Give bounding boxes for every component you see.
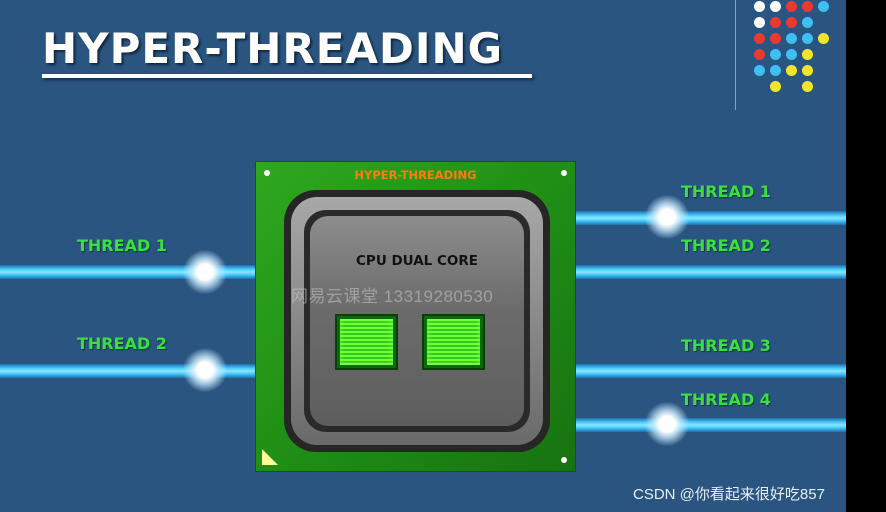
watermark: 网易云课堂 13319280530 [291, 282, 493, 307]
decor-dot [818, 1, 829, 12]
decor-dot [770, 1, 781, 12]
decor-dot [754, 49, 765, 60]
pin1-marker [262, 449, 278, 465]
right-wire-2 [576, 265, 846, 279]
csdn-credit: CSDN @你看起来很好吃857 [633, 483, 825, 504]
slide: HYPER-THREADING THREAD 1 THREAD 2 THREAD… [0, 0, 846, 512]
decor-dot [770, 17, 781, 28]
decor-dot [802, 33, 813, 44]
cpu-chip: HYPER-THREADING CPU DUAL CORE [255, 161, 576, 472]
decor-dot [802, 1, 813, 12]
right-thread-label-1: THREAD 1 [681, 182, 771, 201]
decor-dot [770, 65, 781, 76]
decor-dot [786, 65, 797, 76]
decor-vertical-line [735, 0, 736, 110]
decor-dot [786, 33, 797, 44]
left-glow-2 [183, 348, 227, 392]
decor-dot [754, 33, 765, 44]
decor-dot [802, 65, 813, 76]
right-glow-1 [645, 195, 689, 239]
decor-dot [754, 1, 765, 12]
decor-dot [770, 49, 781, 60]
decor-dot [786, 17, 797, 28]
title-underline [42, 74, 532, 78]
right-wire-1 [576, 211, 846, 225]
left-thread-label-1: THREAD 1 [77, 236, 167, 255]
decor-dot [770, 81, 781, 92]
core-1 [335, 314, 398, 370]
decor-dot [786, 49, 797, 60]
right-wire-3 [576, 364, 846, 378]
right-wire-4 [576, 418, 846, 432]
right-letterbox [846, 0, 886, 512]
slide-title: HYPER-THREADING [42, 24, 503, 73]
cpu-die: CPU DUAL CORE [310, 216, 524, 426]
decor-dot [770, 33, 781, 44]
left-thread-label-2: THREAD 2 [77, 334, 167, 353]
decor-dot [802, 81, 813, 92]
chip-screw [561, 457, 567, 463]
right-thread-label-3: THREAD 3 [681, 336, 771, 355]
right-thread-label-4: THREAD 4 [681, 390, 771, 409]
decor-dot [754, 17, 765, 28]
decor-dot [802, 17, 813, 28]
chip-screw [561, 170, 567, 176]
chip-label: HYPER-THREADING [256, 168, 575, 182]
left-glow-1 [183, 250, 227, 294]
decor-dot [754, 65, 765, 76]
core-2 [422, 314, 485, 370]
decor-dot [786, 1, 797, 12]
decor-dot [802, 49, 813, 60]
decor-dot [818, 33, 829, 44]
right-thread-label-2: THREAD 2 [681, 236, 771, 255]
cpu-label: CPU DUAL CORE [310, 253, 524, 269]
chip-screw [264, 170, 270, 176]
heat-spreader: CPU DUAL CORE [284, 190, 550, 452]
